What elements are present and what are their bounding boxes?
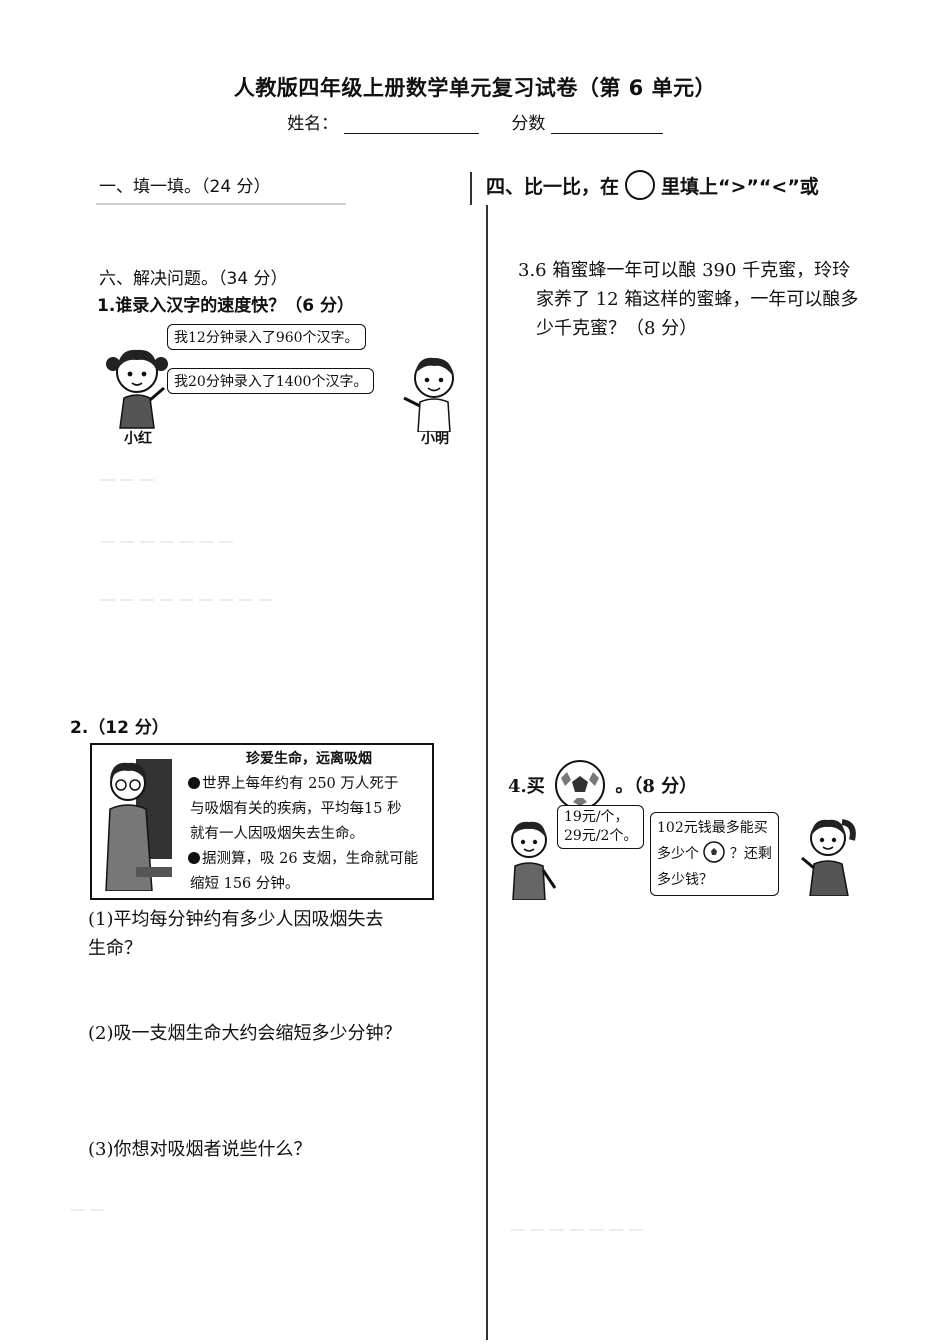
bleed-through-text: — — — <box>100 470 155 488</box>
bleed-through-text: — — — — — — — <box>100 532 234 550</box>
question-2-sub-1-line-2: 生命？ <box>88 938 142 959</box>
ask-line-2-b: ？还剩 <box>729 846 772 862</box>
speech-bubble-xiaoming: 我20分钟录入了1400个汉字。 <box>167 368 375 394</box>
score-label: 分数 <box>511 114 546 134</box>
price-line-1: 19元/个， <box>564 809 629 825</box>
soccer-ball-icon <box>555 760 606 810</box>
question-2-sub-1-line-1: (1)平均每分钟约有多少人因吸烟失去 <box>88 909 384 930</box>
page-title: 人教版四年级上册数学单元复习试卷（第 6 单元） <box>233 76 717 100</box>
section-6-heading: 六、解决问题。（34 分） <box>99 269 288 289</box>
bleed-through-text: — — — — — — — <box>510 1220 644 1238</box>
infobox-line-5: 缩短 156 分钟。 <box>190 876 300 892</box>
top-divider <box>470 172 472 205</box>
ask-line-3: 多少钱？ <box>657 872 713 888</box>
question-bubble: 102元钱最多能买 多少个 ？还剩 多少钱？ <box>650 812 779 896</box>
price-bubble: 19元/个， 29元/2个。 <box>557 805 645 849</box>
infobox-line-4: 据测算，吸 26 支烟，生命就可能 <box>202 851 419 867</box>
question-4-label-a: 4.买 <box>508 776 545 797</box>
question-2-sub-3: (3)你想对吸烟者说些什么？ <box>88 1139 312 1160</box>
anti-smoking-infobox: 珍爱生命，远离吸烟 世界上每年约有 250 万人死于 与吸烟有关的疾病，平均每1… <box>90 743 434 900</box>
bleed-through-text: — — — — — — — — — <box>100 590 274 608</box>
cropped-text-strip <box>96 199 468 207</box>
question-2-sub-2: (2)吸一支烟生命大约会缩短多少分钟？ <box>88 1023 402 1044</box>
infobox-line-2: 与吸烟有关的疾病，平均每15 秒 <box>190 801 402 817</box>
question-4-label: 4.买 。（8 分） <box>508 758 697 812</box>
name-label: 姓名： <box>287 114 339 134</box>
student-info-row: 姓名： 分数 <box>0 109 950 134</box>
bullet-icon <box>188 852 200 864</box>
boy-illustration-icon <box>403 357 454 432</box>
section-4-heading-text-b: 里填上“>”“<”或 <box>661 176 819 198</box>
question-3-line-3: 少千克蜜？（8 分） <box>536 318 698 339</box>
section-4-heading: 四、比一比，在 里填上“>”“<”或 <box>486 170 819 200</box>
score-blank[interactable] <box>550 115 663 134</box>
name-xiaoming: 小明 <box>421 431 449 447</box>
infobox-line-1: 世界上每年约有 250 万人死于 <box>202 776 399 792</box>
speech-bubble-xiaohong: 我12分钟录入了960个汉字。 <box>167 324 366 350</box>
question-3-line-1: 3.6 箱蜜蜂一年可以酿 390 千克蜜，玲玲 <box>518 260 851 281</box>
name-blank[interactable] <box>343 115 479 134</box>
name-xiaohong: 小红 <box>124 431 152 447</box>
teacher-illustration-icon <box>96 749 172 891</box>
column-divider <box>486 205 488 1340</box>
ask-line-1: 102元钱最多能买 <box>657 820 768 836</box>
infobox-title: 珍爱生命，远离吸烟 <box>246 751 372 767</box>
question-2-label: 2.（12 分） <box>70 718 169 738</box>
question-4-label-b: 。（8 分） <box>615 776 698 797</box>
girl-asker-illustration-icon <box>801 819 856 896</box>
question-1-text: 1.谁录入汉字的速度快？（6 分） <box>97 296 355 316</box>
question-3-line-2: 家养了 12 箱这样的蜜蜂，一年可以酿多 <box>536 289 859 310</box>
boy-seller-illustration-icon <box>511 821 557 900</box>
section-4-heading-text-a: 四、比一比，在 <box>486 176 620 198</box>
price-line-2: 29元/2个。 <box>564 828 638 844</box>
ask-line-2-a: 多少个 <box>657 846 699 862</box>
infobox-line-3: 就有一人因吸烟失去生命。 <box>190 826 364 842</box>
section-1-heading: 一、填一填。（24 分） <box>99 177 271 197</box>
bullet-icon <box>188 777 200 789</box>
girl-illustration-icon <box>106 349 168 429</box>
small-soccer-ball-icon <box>703 841 726 863</box>
bleed-through-text: — — <box>70 1200 105 1218</box>
circle-symbol-icon <box>625 170 656 200</box>
